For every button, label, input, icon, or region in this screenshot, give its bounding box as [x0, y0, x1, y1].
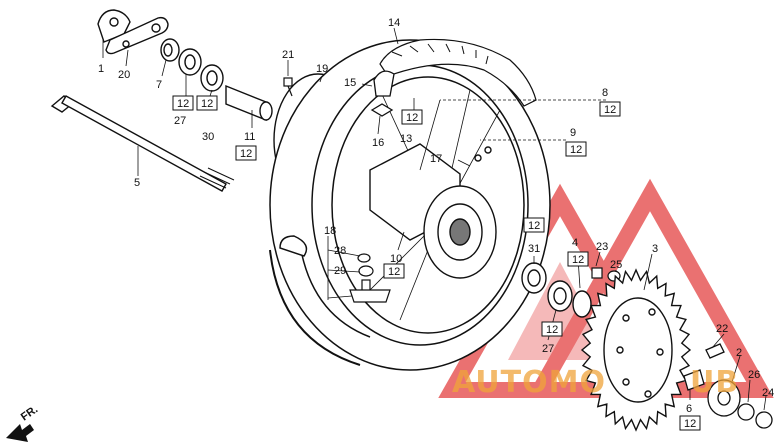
- direction-label: FR.: [19, 403, 40, 423]
- hub: [369, 143, 497, 279]
- chain-adjuster: [97, 9, 169, 55]
- callout-24: 24: [762, 387, 774, 399]
- callout-29: 29: [334, 265, 346, 277]
- box-12-j: 12: [546, 324, 558, 336]
- callout-1: 1: [98, 63, 104, 75]
- callout-26: 26: [748, 369, 760, 381]
- callout-25: 25: [610, 259, 622, 271]
- rim-lock: [370, 70, 395, 117]
- callout-9: 9: [570, 127, 576, 139]
- boxed-references: [172, 95, 701, 431]
- leader-lines: [102, 27, 767, 411]
- box-12-b: 12: [201, 98, 213, 110]
- bolt-21: [283, 77, 293, 97]
- callout-22: 22: [716, 323, 728, 335]
- nut-23-25: [591, 267, 621, 282]
- box-12-f: 12: [570, 144, 582, 156]
- callout-17: 17: [430, 153, 442, 165]
- callout-27a: 27: [174, 115, 186, 127]
- callout-27b: 27: [542, 343, 554, 355]
- box-12-a: 12: [177, 98, 189, 110]
- right-side-hardware: [683, 343, 773, 429]
- callout-21: 21: [282, 49, 294, 61]
- driven-sprocket: [580, 268, 692, 432]
- watermark-text-right: UB: [690, 365, 739, 400]
- callout-13: 13: [400, 133, 412, 145]
- callout-6: 6: [686, 403, 692, 415]
- collar-bearings: [160, 38, 273, 122]
- tyre-knobs: [379, 38, 537, 107]
- callout-2: 2: [736, 347, 742, 359]
- box-12-g: 12: [528, 220, 540, 232]
- callout-20: 20: [118, 69, 130, 81]
- callout-4: 4: [572, 237, 578, 249]
- watermark-text-left: AUTOMO: [452, 365, 606, 400]
- front-direction-arrow: [6, 424, 34, 442]
- box-12-d: 12: [406, 112, 418, 124]
- callout-3: 3: [652, 243, 658, 255]
- callout-5: 5: [134, 177, 140, 189]
- callout-11: 11: [244, 131, 255, 143]
- box-12-i: 12: [388, 266, 400, 278]
- box-12-e: 12: [604, 104, 616, 116]
- callout-28: 28: [334, 245, 346, 257]
- rear-axle: [50, 95, 235, 192]
- callout-19: 19: [316, 63, 328, 75]
- callout-8: 8: [602, 87, 608, 99]
- callout-16: 16: [372, 137, 384, 149]
- box-12-h: 12: [572, 254, 584, 266]
- callout-23: 23: [596, 241, 608, 253]
- boxed-reference-labels: 12 12 12 12 12 12 12 12 12 12 12: [177, 98, 696, 430]
- callout-18: 18: [324, 225, 336, 237]
- box-12-k: 12: [684, 418, 696, 430]
- callout-7: 7: [156, 79, 162, 91]
- callout-15: 15: [344, 77, 356, 89]
- callout-labels: 1 20 7 27 30 21 19 11 5 14 15 16 13 8 9 …: [98, 17, 774, 415]
- callout-14: 14: [388, 17, 400, 29]
- callout-31: 31: [528, 243, 540, 255]
- hub-right-bearings: [521, 262, 592, 318]
- callout-30: 30: [202, 131, 214, 143]
- box-12-c: 12: [240, 148, 252, 160]
- callout-10: 10: [390, 253, 402, 265]
- spoke-parts: [349, 253, 391, 303]
